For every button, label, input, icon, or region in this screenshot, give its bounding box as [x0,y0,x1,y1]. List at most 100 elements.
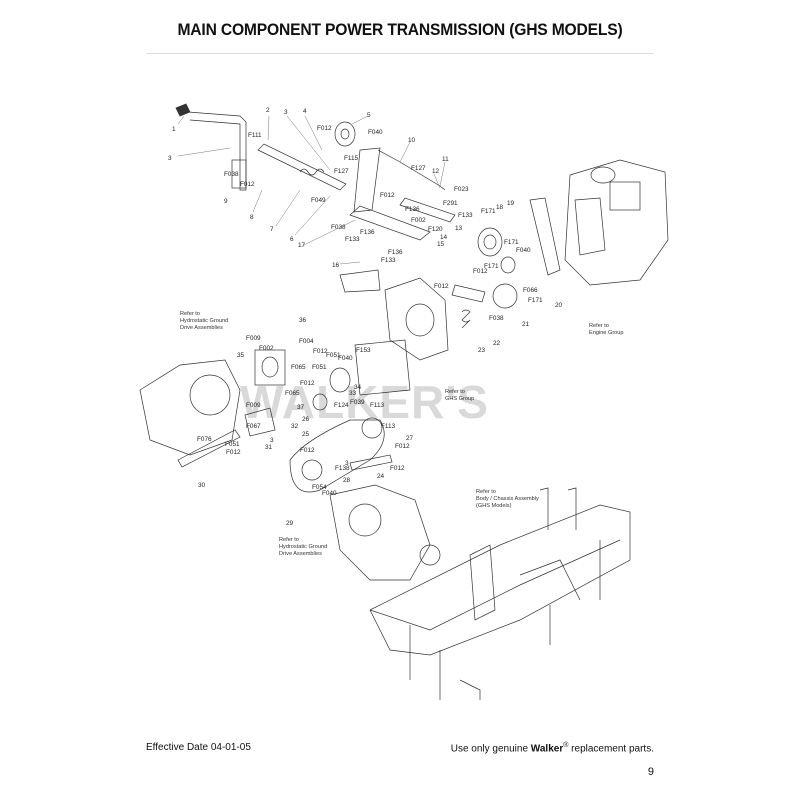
note-hydro-top-line2: Hydrostatic Ground [180,318,228,324]
note-hydro-top-line1: Refer to [180,311,200,317]
callout-f127: F127 [334,168,349,175]
callout-f127: F127 [411,165,426,172]
callout-f012: F012 [380,192,395,199]
callout-f040: F040 [368,129,383,136]
footer-brand: Walker [530,743,564,755]
callout-f051: F051 [225,441,240,448]
callout-20: 20 [555,302,563,309]
footer-prefix: Use only genuine [450,743,529,755]
callout-f136: F136 [360,229,375,236]
callout-f065: F065 [291,364,306,371]
callout-f012: F012 [434,283,449,290]
callout-8: 8 [250,214,254,221]
note-ghs-line1: Refer to [445,389,465,395]
effective-date: Effective Date 04-01-05 [146,742,251,753]
note-hydro-top-line3: Drive Assemblies [180,325,223,331]
callout-f002: F002 [259,345,274,352]
note-engine-line2: Engine Group [589,330,624,336]
reference-notes: Refer to Hydrostatic Ground Drive Assemb… [180,311,624,557]
callout-f040: F040 [338,355,353,362]
callout-23: 23 [478,347,486,354]
callout-f012: F012 [473,268,488,275]
callout-f065: F065 [285,390,300,397]
footer-suffix: replacement parts. [571,743,654,755]
callout-f038: F038 [331,224,346,231]
callout-f051: F051 [326,352,341,359]
note-hydro-bot-line1: Refer to [279,537,299,543]
callout-f009: F009 [246,335,261,342]
callout-f111: F111 [248,132,262,139]
callout-f136: F136 [405,206,420,213]
note-body-line1: Refer to [476,489,496,495]
note-engine-line1: Refer to [589,323,609,329]
callout-f004: F004 [299,338,314,345]
callout-3: 3 [284,109,288,116]
callout-f040: F040 [322,490,337,497]
callout-f012: F012 [300,380,315,387]
callout-f133: F133 [345,236,360,243]
callout-2: 2 [266,107,270,114]
callout-22: 22 [493,340,501,347]
note-hydro-bot-line3: Drive Assemblies [279,551,322,557]
callout-15: 15 [437,241,445,248]
callout-24: 24 [377,473,385,480]
callout-f133: F133 [458,212,473,219]
callout-4: 4 [303,108,307,115]
callout-f012: F012 [395,443,410,450]
callout-f076: F076 [197,436,212,443]
callout-1: 1 [172,126,176,133]
callout-f066: F066 [523,287,538,294]
callout-f038: F038 [224,171,239,178]
diagram-linework [139,103,669,700]
callout-13: 13 [455,225,463,232]
callout-26: 26 [302,416,310,423]
callout-f049: F049 [311,197,326,204]
callout-f038: F038 [489,315,504,322]
callout-f124: F124 [334,402,349,409]
callout-f171: F171 [481,208,496,215]
callout-f067: F067 [246,423,261,430]
footer-registered-mark: ® [563,742,569,749]
note-hydro-bot-line2: Hydrostatic Ground [279,544,327,550]
callout-f039: F039 [350,399,365,406]
callout-f291: F291 [443,200,458,207]
callout-37: 37 [297,404,305,411]
note-body-line3: (GHS Models) [476,503,512,509]
callout-f153: F153 [356,347,371,354]
callout-f115: F115 [344,155,359,162]
callout-19: 19 [507,200,515,207]
callout-f171: F171 [504,239,519,246]
callout-f040: F040 [516,247,531,254]
callout-10: 10 [408,137,416,144]
callout-14: 14 [440,234,448,241]
note-body-line2: Body / Chassis Assembly [476,496,539,502]
callout-f012: F012 [313,348,328,355]
callout-3: 3 [270,437,274,444]
callout-f009: F009 [246,402,261,409]
callout-17: 17 [298,242,306,249]
callout-f012: F012 [390,465,405,472]
callout-31: 31 [265,444,273,451]
callout-32: 32 [291,423,299,430]
footer-notice: Use only genuine Walker® replacement par… [451,742,654,754]
callout-28: 28 [343,477,351,484]
callout-36: 36 [299,317,307,324]
callout-7: 7 [270,226,274,233]
callout-16: 16 [332,262,340,269]
callout-f136: F136 [388,249,403,256]
callout-f012: F012 [300,447,315,454]
callout-f012: F012 [240,181,255,188]
callout-f023: F023 [454,186,469,193]
page-number: 9 [647,766,654,778]
callout-30: 30 [198,482,206,489]
callout-9: 9 [224,198,228,205]
callout-33: 33 [349,390,357,397]
callout-f113: F113 [370,402,385,409]
callout-25: 25 [302,431,310,438]
callout-18: 18 [496,204,504,211]
callout-f133: F133 [381,257,396,264]
page-title: MAIN COMPONENT POWER TRANSMISSION (GHS M… [177,20,623,39]
callout-12: 12 [432,168,440,175]
callout-f051: F051 [312,364,327,371]
callout-5: 5 [367,112,371,119]
